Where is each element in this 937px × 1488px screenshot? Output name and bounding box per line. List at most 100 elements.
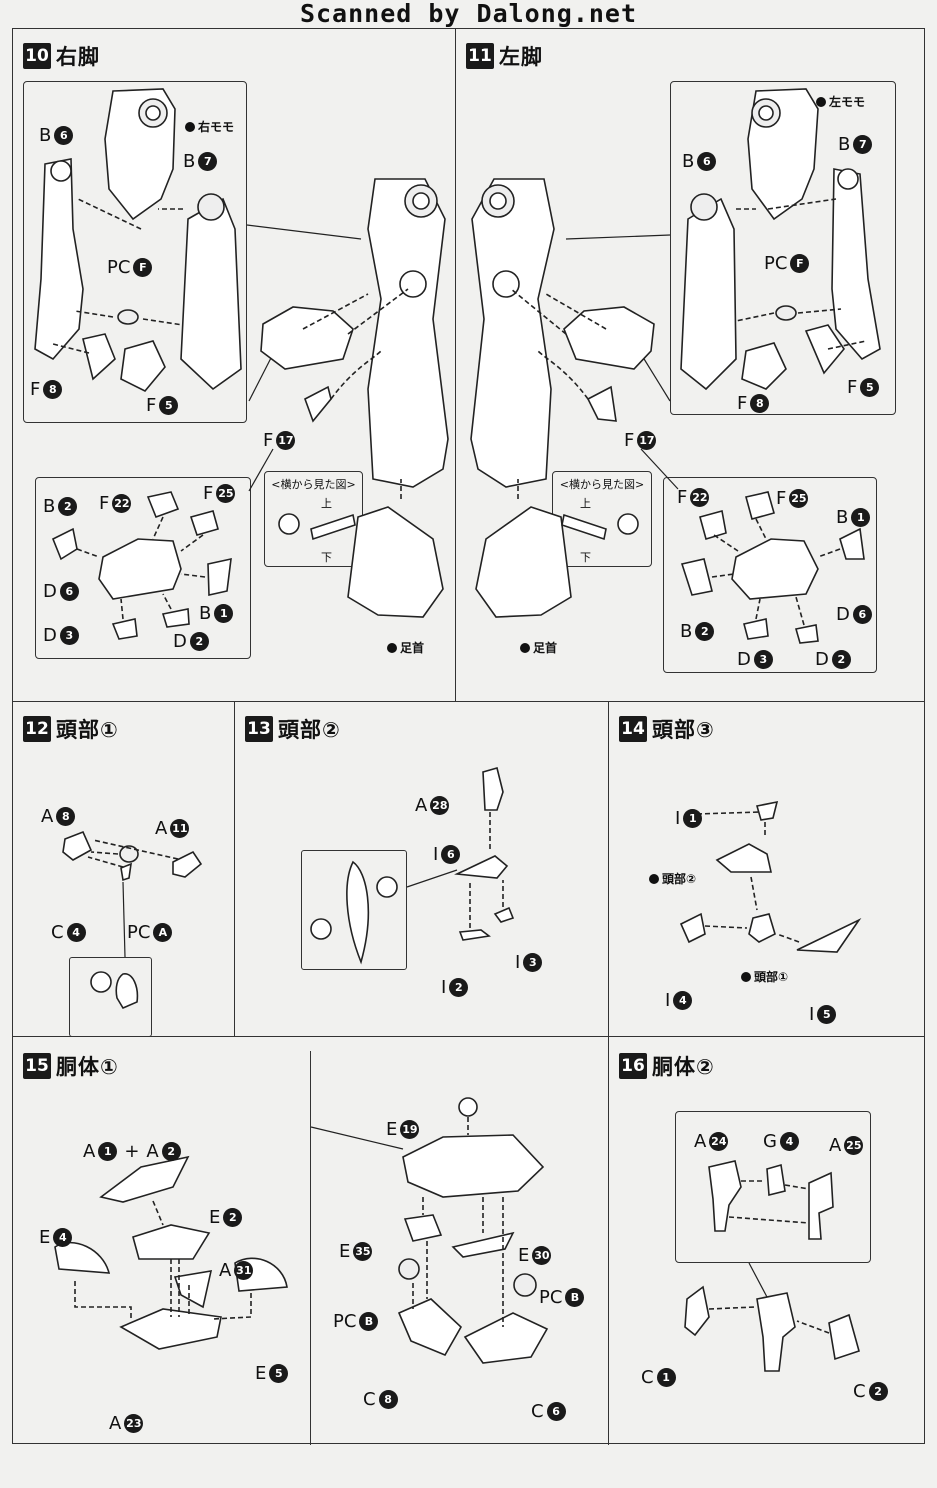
instruction-sheet: 10 右脚	[12, 28, 925, 1445]
step-10-title: 右脚	[56, 45, 100, 69]
step-14-number: 14	[619, 716, 647, 742]
step-12-number: 12	[23, 716, 51, 742]
detail-box	[301, 850, 407, 970]
scan-watermark: Scanned by Dalong.net	[299, 0, 638, 28]
head2-callout: 頭部②	[649, 870, 696, 887]
step-13-number: 13	[245, 716, 273, 742]
step-14-title: 頭部③	[652, 718, 715, 742]
side-view-down-11: 下	[580, 551, 591, 564]
subassembly-box	[675, 1111, 871, 1263]
ankle-callout-10: 足首	[387, 639, 424, 656]
step-15-divider	[310, 1051, 311, 1445]
step-11-number: 11	[466, 43, 494, 69]
side-view-caption-11: <横から見た図>	[559, 478, 645, 491]
side-view-up-11: 上	[580, 497, 591, 510]
step-11-illustration	[470, 88, 881, 644]
step-14-illustration	[679, 800, 862, 953]
step-13-illustration	[310, 767, 515, 965]
step-11-header: 11 左脚	[466, 41, 543, 71]
step-16-header: 16 胴体②	[619, 1051, 715, 1081]
head1-callout: 頭部①	[741, 968, 788, 985]
left-thigh-callout: 左モモ	[816, 93, 865, 110]
step-15-header: 15 胴体①	[23, 1051, 119, 1081]
thigh-subassembly-box	[23, 81, 247, 423]
step-16-title: 胴体②	[652, 1055, 715, 1079]
detail-box	[69, 957, 152, 1037]
step-14-header: 14 頭部③	[619, 714, 715, 744]
side-view-caption-10: <横から見た図>	[271, 478, 356, 491]
step-16-illustration	[684, 1160, 860, 1372]
step-15-illustration	[54, 1097, 549, 1364]
side-view-up-10: 上	[321, 497, 332, 510]
step-10-number: 10	[23, 43, 51, 69]
right-thigh-callout: 右モモ	[185, 118, 234, 135]
step-12-title: 頭部①	[56, 718, 119, 742]
foot-armor-subassembly-box	[35, 477, 251, 659]
step-10-panel: 10 右脚	[13, 29, 456, 702]
ankle-callout-11: 足首	[520, 639, 557, 656]
step-10-header: 10 右脚	[23, 41, 100, 71]
step-11-title: 左脚	[499, 45, 543, 69]
side-view-down-10: 下	[321, 551, 332, 564]
step-10-illustration	[34, 88, 449, 640]
step-13-header: 13 頭部②	[245, 714, 341, 744]
step-12-illustration	[62, 830, 203, 1010]
step-11-panel: 11 左脚	[456, 29, 924, 702]
step-16-number: 16	[619, 1053, 647, 1079]
step-15-number: 15	[23, 1053, 51, 1079]
